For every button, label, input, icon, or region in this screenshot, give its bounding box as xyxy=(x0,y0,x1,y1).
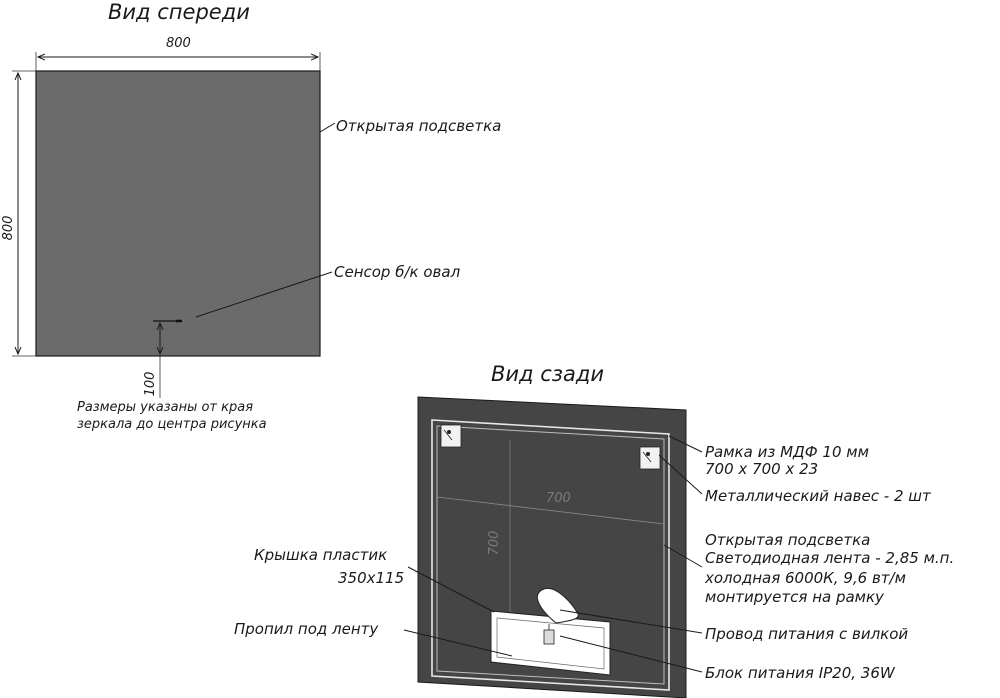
front-mirror-face xyxy=(35,70,321,357)
metal-hanger-right xyxy=(639,446,661,470)
inner-width-dim-line xyxy=(436,496,665,525)
rear-view: Вид сзади 700 700 xyxy=(234,362,954,698)
front-view-title: Вид спереди xyxy=(108,0,250,24)
cut-label: Пропил под ленту xyxy=(234,620,379,638)
front-width-dim-label: 800 xyxy=(166,36,191,51)
inner-height-dim-label: 700 xyxy=(487,531,502,556)
frame-label-line-1: Рамка из МДФ 10 мм xyxy=(705,443,869,461)
lighting-leader xyxy=(319,122,336,133)
frame-label-line-2: 700 х 700 х 23 xyxy=(705,460,818,478)
cover-label-line-2: 350х115 xyxy=(338,569,404,587)
cord-leader xyxy=(559,609,703,634)
rear-lighting-line-1: Открытая подсветка xyxy=(705,531,870,549)
note-line-2: зеркала до центра рисунка xyxy=(77,417,267,432)
front-lighting-label: Открытая подсветка xyxy=(336,117,501,135)
power-unit-leader xyxy=(559,635,703,673)
power-cord xyxy=(536,587,579,624)
cover-leader xyxy=(407,566,495,613)
sensor-offset-dimension: 100 xyxy=(143,319,182,398)
rear-lighting-line-3: холодная 6000К, 9,6 вт/м xyxy=(704,569,906,587)
sensor-label: Сенсор б/к овал xyxy=(334,263,461,281)
hanger-leader xyxy=(658,454,703,495)
mdf-frame-inner xyxy=(436,425,665,685)
mdf-frame-outer xyxy=(431,419,670,691)
power-cord-label: Провод питания с вилкой xyxy=(705,625,908,643)
rear-lighting-line-2: Светодиодная лента - 2,85 м.п. xyxy=(705,549,954,567)
rear-lighting-line-4: монтируется на рамку xyxy=(705,588,885,606)
front-height-dimension: 800 xyxy=(1,70,36,357)
front-height-dim-label: 800 xyxy=(1,216,16,241)
power-unit-block xyxy=(543,629,555,645)
front-width-dimension: 800 xyxy=(35,36,321,71)
frame-leader xyxy=(668,435,703,453)
metal-hanger-left xyxy=(440,424,462,448)
power-unit-label: Блок питания IP20, 36W xyxy=(705,664,896,682)
lighting-rear-leader xyxy=(663,544,703,568)
cover-label-line-1: Крышка пластик xyxy=(254,546,387,564)
hanger-label: Металлический навес - 2 шт xyxy=(705,487,932,505)
inner-width-dim-label: 700 xyxy=(546,491,571,506)
rear-panel xyxy=(417,396,687,698)
note-line-1: Размеры указаны от края xyxy=(77,400,253,415)
cut-leader xyxy=(403,629,513,657)
sensor-leader xyxy=(195,271,333,318)
sensor-offset-dim-label: 100 xyxy=(143,372,158,397)
front-view: Вид спереди 800 800 100 Открытая подсв xyxy=(1,0,501,432)
rear-view-title: Вид сзади xyxy=(491,362,604,386)
